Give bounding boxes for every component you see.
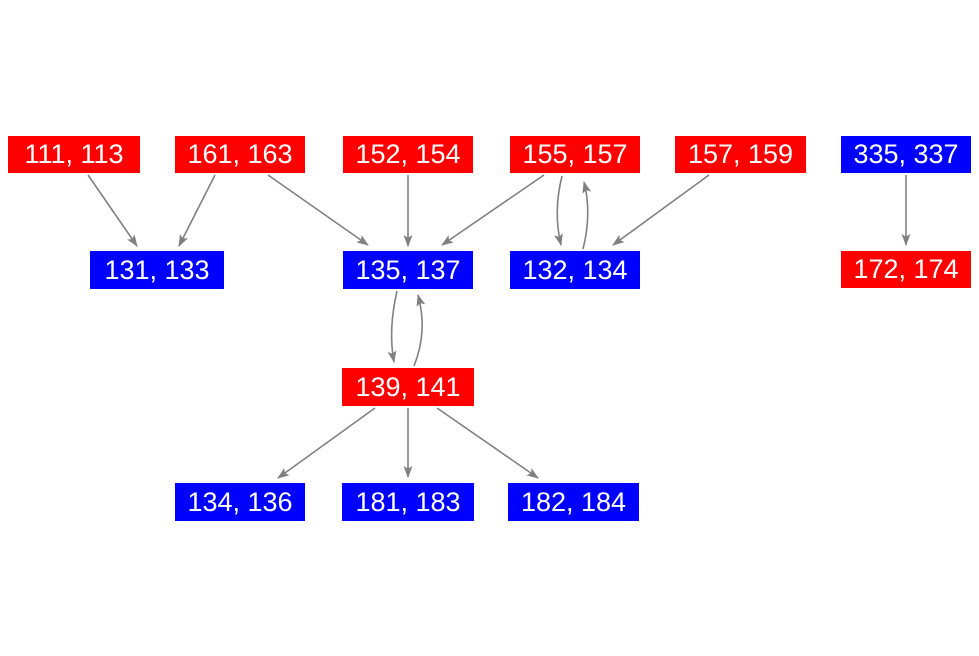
node-152-154: 152, 154 <box>343 136 473 173</box>
node-131-133: 131, 133 <box>90 251 224 289</box>
node-139-141: 139, 141 <box>342 368 474 406</box>
node-155-157: 155, 157 <box>510 136 640 173</box>
edge-161-163-to-131-133 <box>178 174 216 247</box>
edge-132-134-to-155-157 <box>582 181 592 250</box>
edge-155-157-to-135-137 <box>441 174 545 246</box>
edge-155-157-to-132-134 <box>554 175 563 246</box>
node-335-337: 335, 337 <box>841 136 971 173</box>
node-132-134: 132, 134 <box>510 251 640 289</box>
node-182-184: 182, 184 <box>508 483 639 521</box>
node-135-137: 135, 137 <box>343 251 473 289</box>
node-157-159: 157, 159 <box>675 136 806 173</box>
node-161-163: 161, 163 <box>175 136 305 173</box>
node-134-136: 134, 136 <box>175 483 305 521</box>
edge-135-137-to-139-141 <box>387 290 398 363</box>
node-172-174: 172, 174 <box>841 251 971 288</box>
edge-157-159-to-132-134 <box>612 174 710 246</box>
edge-139-141-to-135-137 <box>413 294 426 367</box>
edge-139-141-to-182-184 <box>436 407 539 479</box>
node-111-113: 111, 113 <box>8 136 140 173</box>
edge-161-163-to-135-137 <box>267 174 369 246</box>
edge-111-113-to-131-133 <box>87 174 138 247</box>
edge-139-141-to-134-136 <box>277 407 376 479</box>
node-181-183: 181, 183 <box>342 483 474 521</box>
